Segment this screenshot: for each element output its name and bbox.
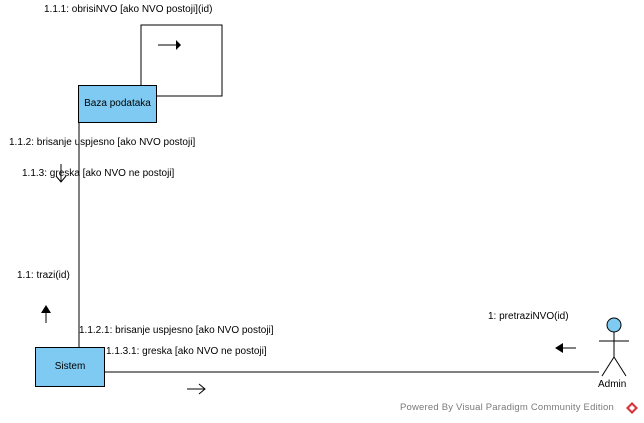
footer-watermark: Powered By Visual Paradigm Community Edi… — [399, 402, 614, 413]
message-1-1-3-1: 1.1.3.1: greska [ako NVO ne postoji] — [106, 346, 267, 357]
arrow-right-icon — [158, 40, 181, 50]
message-1-1-3: 1.1.3: greska [ako NVO ne postoji] — [22, 168, 175, 179]
object-sistem-label: Sistem — [54, 361, 86, 372]
visual-paradigm-logo-icon — [626, 402, 638, 414]
message-1-1: 1.1: trazi(id) — [17, 270, 70, 281]
db-self-loop — [140, 24, 223, 97]
arrow-up-icon — [41, 305, 51, 323]
arrow-right-open-icon — [187, 383, 206, 395]
message-1-1-2-1: 1.1.2.1: brisanje uspjesno [ako NVO post… — [79, 325, 274, 336]
actor-admin-label: Admin — [598, 379, 627, 390]
message-1: 1: pretraziNVO(id) — [488, 311, 569, 322]
object-baza-podataka-label: Baza podataka — [84, 98, 151, 109]
object-baza-podataka[interactable]: Baza podataka — [78, 85, 157, 123]
arrow-down-icon — [55, 164, 67, 183]
message-1-1-1: 1.1.1: obrisiNVO [ako NVO postoji](id) — [44, 4, 213, 15]
object-sistem[interactable]: Sistem — [35, 347, 105, 387]
arrow-left-icon — [555, 343, 576, 353]
message-1-1-2: 1.1.2: brisanje uspjesno [ako NVO postoj… — [9, 137, 196, 148]
actor-admin-icon — [599, 317, 629, 377]
